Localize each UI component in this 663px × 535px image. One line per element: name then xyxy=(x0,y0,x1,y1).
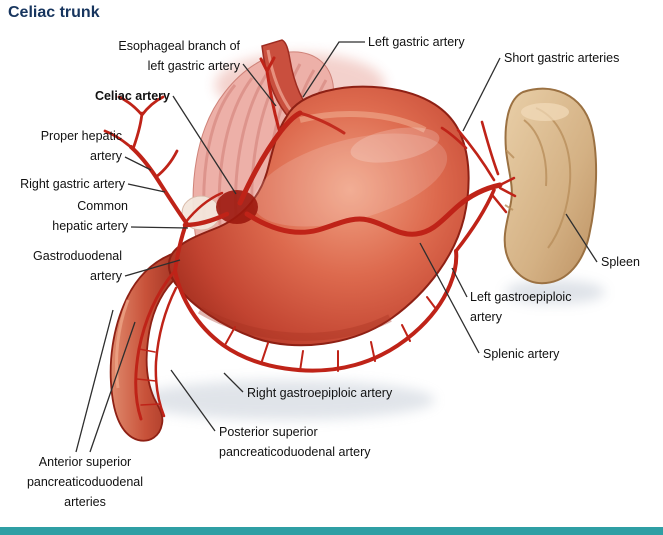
gastroepiploic-twigs xyxy=(224,296,437,372)
page-title: Celiac trunk xyxy=(8,4,100,21)
lesser-curvature-branch xyxy=(298,111,346,135)
right-gastric-artery xyxy=(183,191,224,225)
arteries xyxy=(103,56,517,421)
leader-anterior-superior-pd-1 xyxy=(75,309,114,453)
leader-esophageal-branch xyxy=(242,63,277,107)
leader-posterior-superior-pd xyxy=(170,369,216,432)
label-common-hepatic: Common hepatic artery xyxy=(52,199,128,233)
leader-proper-hepatic xyxy=(124,156,152,171)
label-right-gastric: Right gastric artery xyxy=(20,177,125,191)
leader-anterior-superior-pd-2 xyxy=(89,321,136,453)
label-right-gastroepiploic: Right gastroepiploic artery xyxy=(247,386,393,400)
label-left-gastroepiploic: Left gastroepiploic artery xyxy=(470,290,572,324)
proper-hepatic-artery xyxy=(129,145,189,226)
leader-celiac-artery xyxy=(172,95,237,195)
label-left-gastric: Left gastric artery xyxy=(368,35,465,49)
left-gastroepiploic-artery xyxy=(454,188,496,253)
leader-left-gastric xyxy=(302,41,365,98)
leader-right-gastric xyxy=(127,183,166,193)
label-celiac-artery: Celiac artery xyxy=(94,89,170,103)
leader-common-hepatic xyxy=(130,226,189,229)
leader-left-gastroepiploic xyxy=(451,267,468,298)
leader-splenic-artery xyxy=(419,242,480,354)
label-gastroduodenal: Gastroduodenal artery xyxy=(33,249,122,283)
leader-lines xyxy=(75,41,598,453)
label-posterior-superior-pd: Posterior superior pancreaticoduodenal a… xyxy=(219,425,371,459)
splenic-artery xyxy=(244,182,503,237)
label-esophageal-branch: Esophageal branch of left gastric artery xyxy=(118,39,240,73)
hepatic-branches xyxy=(103,95,179,179)
label-spleen: Spleen xyxy=(601,255,640,269)
short-gastric-arteries xyxy=(440,120,500,182)
gastroduodenal-artery xyxy=(173,225,187,273)
leader-short-gastric xyxy=(462,57,501,132)
spleen-shape xyxy=(503,87,598,285)
label-proper-hepatic: Proper hepatic artery xyxy=(40,129,122,163)
label-anterior-superior-pd: Anterior superior pancreaticoduodenal ar… xyxy=(26,455,144,509)
posterior-superior-pd-artery xyxy=(154,286,178,418)
duodenum-shape xyxy=(109,253,181,442)
leader-gastroduodenal xyxy=(124,259,181,277)
stomach-shape xyxy=(167,85,470,347)
right-gastroepiploic-artery xyxy=(173,249,459,373)
label-splenic-artery: Splenic artery xyxy=(483,347,560,361)
leader-right-gastroepiploic xyxy=(223,372,244,393)
leader-spleen xyxy=(565,213,598,263)
splenic-hilum-twigs xyxy=(491,176,517,214)
bottom-accent-bar xyxy=(0,527,663,535)
label-short-gastric: Short gastric arteries xyxy=(504,51,620,65)
pd-twigs xyxy=(136,348,161,406)
